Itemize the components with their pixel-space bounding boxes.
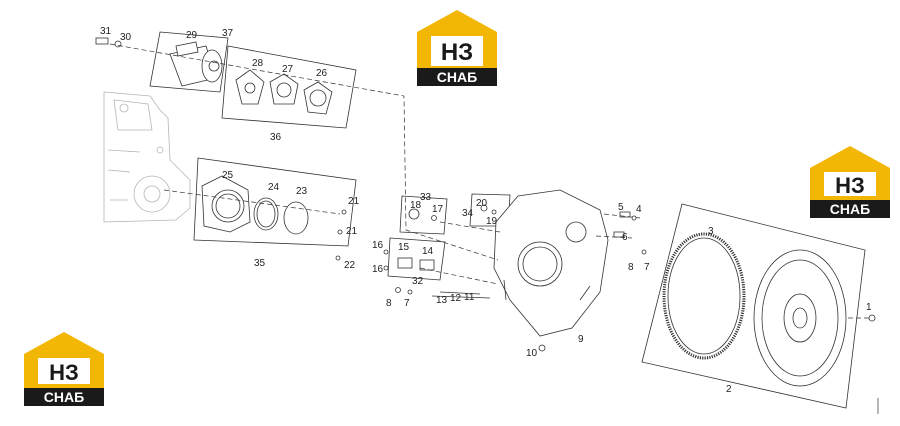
box-35	[193, 157, 357, 247]
box-36	[221, 45, 357, 129]
flywheel	[753, 249, 876, 387]
callout-15: 15	[398, 242, 410, 253]
logo-right: НЗ СНАБ	[810, 146, 890, 218]
callout-21a: 21	[348, 196, 360, 207]
callout-8b: 8	[386, 298, 392, 309]
callout-8a: 8	[628, 262, 634, 273]
callout-19: 19	[486, 216, 498, 227]
starter-motor	[169, 41, 223, 87]
callout-14: 14	[422, 246, 434, 257]
box-37	[149, 31, 229, 93]
callout-4: 4	[636, 204, 642, 215]
callout-28: 28	[252, 58, 264, 69]
svg-text:СНАБ: СНАБ	[830, 201, 870, 217]
callout-20: 20	[476, 198, 488, 209]
svg-text:НЗ: НЗ	[835, 173, 865, 198]
group-boxes	[149, 31, 866, 409]
callout-26: 26	[316, 68, 328, 79]
callout-30: 30	[120, 32, 132, 43]
callout-37: 37	[222, 28, 234, 39]
callout-11: 11	[464, 292, 475, 303]
callout-3: 3	[708, 226, 714, 237]
callout-16b: 16	[372, 264, 384, 275]
svg-text:СНАБ: СНАБ	[437, 69, 477, 85]
ring-gear	[662, 232, 746, 360]
callout-36: 36	[270, 132, 282, 143]
callout-21b: 21	[346, 226, 358, 237]
housing-hardware	[383, 204, 647, 352]
seal-housing	[201, 175, 309, 235]
callout-5: 5	[618, 202, 624, 213]
callout-17: 17	[432, 204, 444, 215]
callout-33: 33	[420, 192, 432, 203]
svg-text:НЗ: НЗ	[441, 39, 473, 66]
small-bolts-21-22	[335, 209, 347, 261]
svg-text:НЗ: НЗ	[49, 360, 79, 385]
callout-34: 34	[462, 208, 474, 219]
callout-10: 10	[526, 348, 538, 359]
bolt-31	[95, 37, 122, 48]
callout-7a: 7	[644, 262, 650, 273]
callout-16a: 16	[372, 240, 384, 251]
callout-25: 25	[222, 170, 234, 181]
callout-6: 6	[622, 232, 628, 243]
logo-bottom-left: НЗ СНАБ	[24, 332, 104, 406]
callout-22: 22	[344, 260, 356, 271]
callout-labels: 1 2 3 4 5 6 7 7 8 8 9 10 11 12 13 14 15 …	[100, 26, 872, 395]
box-33	[399, 195, 448, 235]
callout-2: 2	[726, 384, 732, 395]
callout-18: 18	[410, 200, 422, 211]
box-2	[641, 203, 866, 409]
logo-top: НЗ СНАБ	[417, 10, 497, 86]
callout-13: 13	[436, 295, 448, 306]
callout-9: 9	[578, 334, 584, 345]
callout-35: 35	[254, 258, 266, 269]
callout-23: 23	[296, 186, 308, 197]
callout-12: 12	[450, 293, 462, 304]
flywheel-housing	[493, 189, 609, 337]
callout-29: 29	[186, 30, 198, 41]
starter-gaskets	[235, 69, 333, 115]
box-32	[387, 237, 446, 281]
svg-text:СНАБ: СНАБ	[44, 389, 84, 405]
callout-7b: 7	[404, 298, 410, 309]
callout-27: 27	[282, 64, 294, 75]
engine-block	[103, 91, 191, 223]
leader-lines	[109, 43, 879, 414]
callout-32: 32	[412, 276, 424, 287]
callout-1: 1	[866, 302, 872, 313]
callout-31: 31	[100, 26, 112, 37]
callout-24: 24	[268, 182, 280, 193]
